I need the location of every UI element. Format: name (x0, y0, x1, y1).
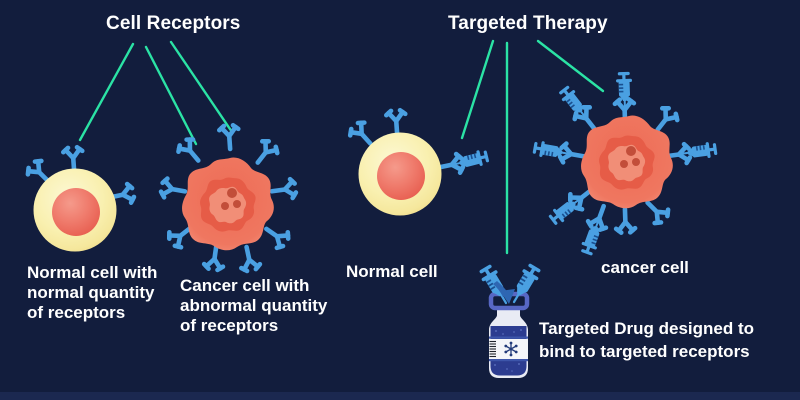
label-line: normal quantity (27, 283, 155, 302)
label-line: bind to targeted receptors (539, 342, 750, 361)
label-line: Normal cell with (27, 263, 158, 282)
pointer-lines (78, 39, 605, 255)
barcode-icon (489, 340, 496, 358)
pointer-line (144, 45, 198, 146)
cancer-cell-right-illustration (531, 70, 719, 258)
cancer-cell-right-label: cancer cell (601, 258, 689, 277)
footer-bar (0, 392, 800, 400)
arrow-into-vial-icon (493, 281, 515, 304)
label-line: abnormal quantity (180, 296, 328, 315)
receptor-icon (237, 245, 260, 272)
receptor-icon (261, 221, 291, 250)
normal-cell-left-label: Normal cell with normal quantity of rece… (27, 263, 157, 323)
targeted-drug-label: Targeted Drug designed to bind to target… (539, 317, 754, 363)
vial-label (489, 339, 528, 359)
left-section-title: Cell Receptors (106, 13, 241, 34)
pointer-line (78, 42, 135, 142)
receptor-icon (63, 147, 84, 172)
receptor-icon (587, 203, 613, 232)
receptor-icon (386, 110, 407, 135)
normal-cell-right-label: Normal cell (346, 262, 438, 281)
receptor-icon (271, 179, 297, 201)
label-line: Targeted Drug designed to (539, 319, 755, 338)
label-line: Cancer cell with (180, 276, 310, 295)
cancer-cell-left-label: Cancer cell with abnormal quantity of re… (180, 276, 327, 336)
receptor-icon (615, 209, 635, 233)
pointer-line (460, 39, 495, 140)
molecule-snowflake-icon (504, 341, 518, 357)
right-section-title: Targeted Therapy (448, 13, 608, 34)
cancer-cell-left-illustration (160, 125, 296, 272)
receptor-icon (250, 138, 279, 168)
label-line: of receptors (180, 316, 279, 335)
label-line: of receptors (27, 303, 126, 322)
receptor-icon (176, 136, 206, 166)
normal-cell-right-illustration (348, 110, 491, 216)
drug-vial-icon (475, 260, 545, 378)
pointer-line (169, 40, 234, 134)
pointer-line (536, 39, 605, 93)
receptor-icon (160, 178, 186, 201)
normal-cell-left-illustration (25, 147, 135, 252)
